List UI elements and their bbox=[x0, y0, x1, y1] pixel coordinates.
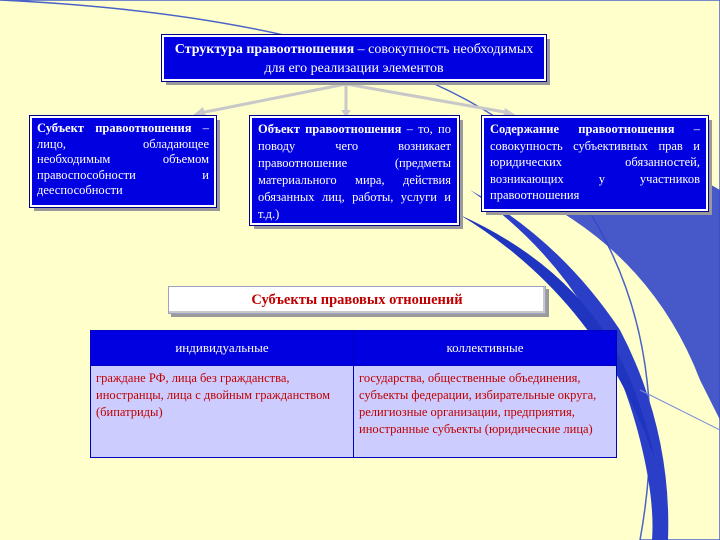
object-box: Объект правоотношения – то, по поводу че… bbox=[249, 115, 460, 226]
cell-collective: государства, общественные объединения, с… bbox=[353, 365, 617, 458]
connector-subject bbox=[199, 82, 347, 115]
subjects-header: Субъекты правовых отношений bbox=[168, 286, 546, 314]
subjects-table: индивидуальные коллективные граждане РФ,… bbox=[90, 330, 617, 458]
table-row: граждане РФ, лица без гражданства, иност… bbox=[90, 365, 617, 458]
decor-sweep-blue bbox=[470, 190, 669, 540]
connectors bbox=[199, 82, 511, 115]
structure-title-rest: – совокупность необходимых для его реали… bbox=[264, 42, 534, 76]
structure-title-box: Структура правоотношения – совокупность … bbox=[161, 34, 547, 82]
column-header-individual: индивидуальные bbox=[90, 330, 354, 366]
object-term: Объект правоотношения bbox=[258, 122, 402, 136]
table-header-row: индивидуальные коллективные bbox=[90, 330, 617, 366]
subject-definition: – лицо, обладающее необходимым объемом п… bbox=[37, 121, 209, 197]
arrow-subject bbox=[192, 107, 206, 116]
object-definition: – то, по поводу чего возникает правоотно… bbox=[258, 122, 451, 221]
column-header-collective: коллективные bbox=[353, 330, 617, 366]
content-definition: – совокупность субъективных прав и юриди… bbox=[490, 122, 700, 202]
cell-individual: граждане РФ, лица без гражданства, иност… bbox=[90, 365, 354, 458]
content-term: Содержание правоотношения bbox=[490, 122, 675, 136]
content-box: Содержание правоотношения – совокупность… bbox=[481, 115, 709, 212]
structure-title-bold: Структура правоотношения bbox=[174, 42, 355, 57]
connector-content bbox=[345, 82, 511, 115]
subject-box: Субъект правоотношения – лицо, обладающе… bbox=[29, 115, 217, 208]
arrow-object bbox=[341, 110, 351, 117]
arrow-content bbox=[503, 108, 517, 117]
decor-sweep-fill bbox=[520, 165, 720, 420]
subject-term: Субъект правоотношения bbox=[37, 121, 192, 135]
